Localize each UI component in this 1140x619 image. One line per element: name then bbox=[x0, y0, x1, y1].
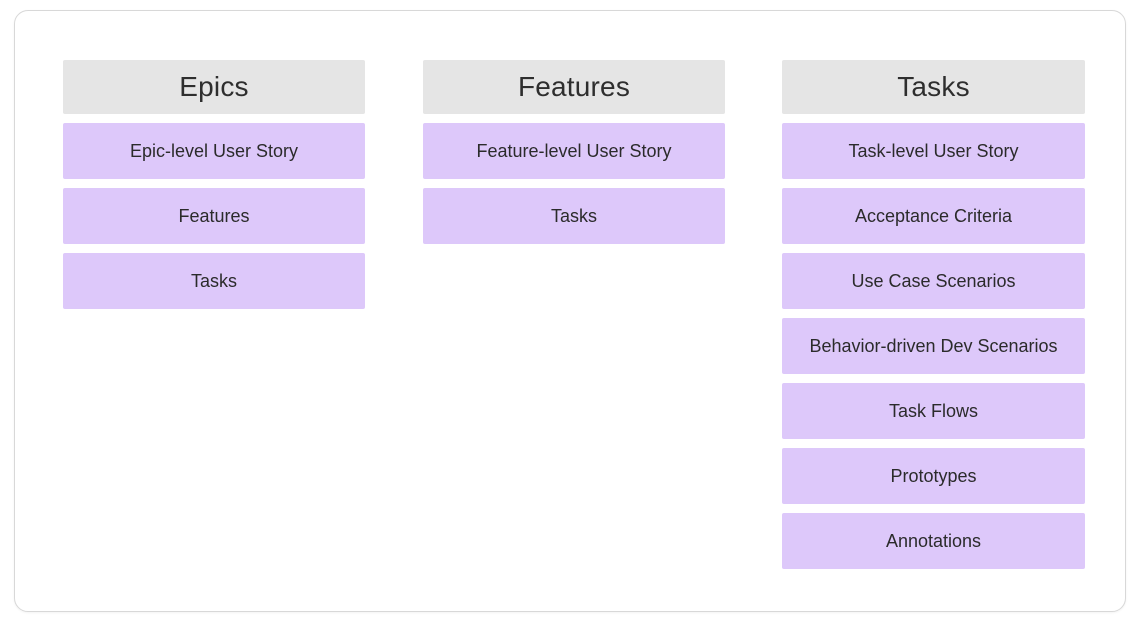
diagram-item: Annotations bbox=[782, 513, 1085, 569]
diagram-item: Task-level User Story bbox=[782, 123, 1085, 179]
diagram-item: Epic-level User Story bbox=[63, 123, 365, 179]
column-features: Features Feature-level User Story Tasks bbox=[423, 60, 725, 244]
column-header-epics: Epics bbox=[63, 60, 365, 114]
diagram-item: Behavior-driven Dev Scenarios bbox=[782, 318, 1085, 374]
diagram-item: Tasks bbox=[63, 253, 365, 309]
diagram-item: Prototypes bbox=[782, 448, 1085, 504]
column-header-tasks: Tasks bbox=[782, 60, 1085, 114]
diagram-item: Task Flows bbox=[782, 383, 1085, 439]
diagram-item: Tasks bbox=[423, 188, 725, 244]
column-header-features: Features bbox=[423, 60, 725, 114]
diagram-item: Features bbox=[63, 188, 365, 244]
diagram-item: Use Case Scenarios bbox=[782, 253, 1085, 309]
column-epics: Epics Epic-level User Story Features Tas… bbox=[63, 60, 365, 309]
diagram-item: Acceptance Criteria bbox=[782, 188, 1085, 244]
column-tasks: Tasks Task-level User Story Acceptance C… bbox=[782, 60, 1085, 569]
diagram-card: Epics Epic-level User Story Features Tas… bbox=[14, 10, 1126, 612]
diagram-item: Feature-level User Story bbox=[423, 123, 725, 179]
